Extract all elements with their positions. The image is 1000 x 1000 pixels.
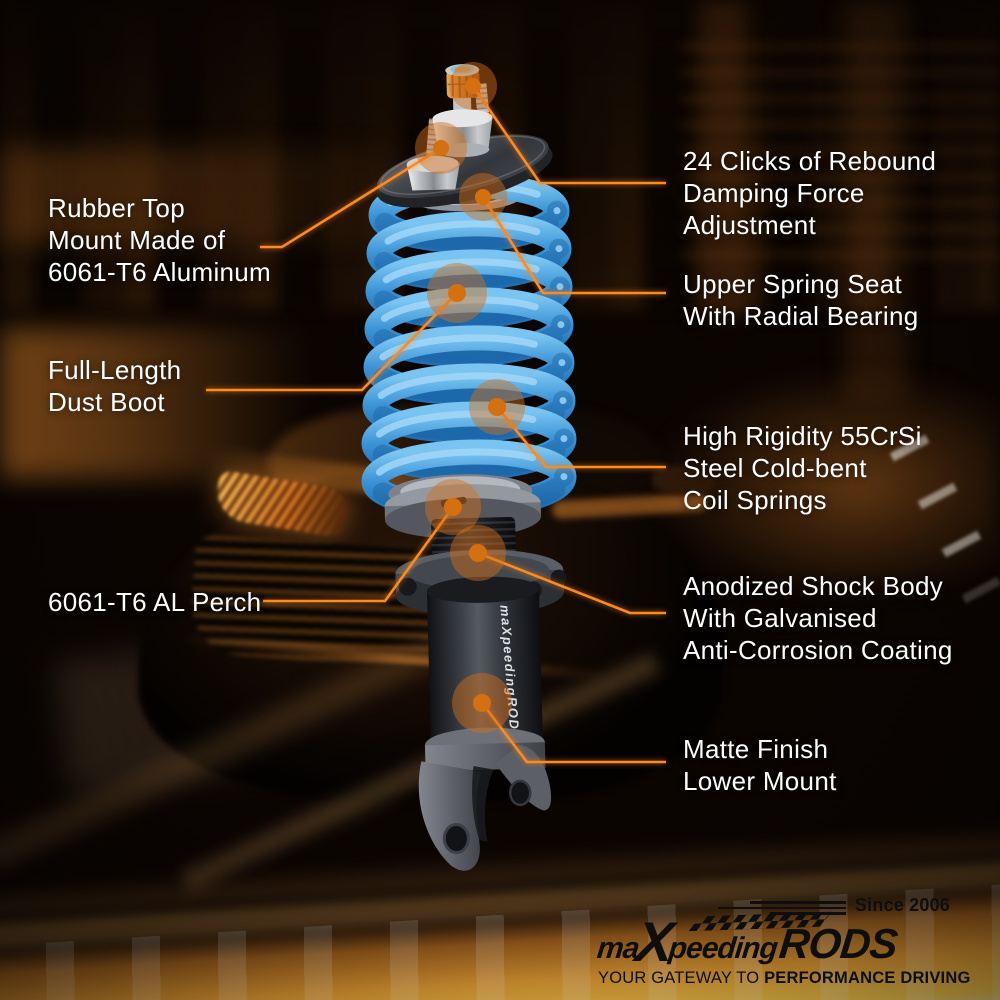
callout-dust-boot: Full-Length Dust Boot xyxy=(48,355,182,417)
callout-line-dust-boot xyxy=(206,292,458,392)
tagline-regular: YOUR GATEWAY TO xyxy=(598,969,765,987)
callout-line-shock-body xyxy=(477,551,666,615)
mount-bolt-hole xyxy=(442,823,470,855)
callout-upper-spring-seat: Upper Spring Seat With Radial Bearing xyxy=(683,269,919,331)
wordmark-peeding: peeding xyxy=(667,932,779,965)
since-badge: Since 2006 xyxy=(854,895,950,915)
callout-line-perch xyxy=(263,506,455,603)
center-shaft-nut xyxy=(432,95,493,158)
callout-lower-mount: Matte Finish Lower Mount xyxy=(683,734,837,796)
callout-line-top-mount xyxy=(260,146,442,249)
callout-line-lower-mount xyxy=(480,702,666,764)
coil-spring xyxy=(361,173,577,519)
mount-bolt-hole xyxy=(508,779,532,807)
callout-line-spring-seat xyxy=(481,196,666,295)
wordmark-rods: RODS xyxy=(776,920,900,968)
callout-line-rebound xyxy=(471,85,666,185)
callout-rebound-adjustment: 24 Clicks of Rebound Damping Force Adjus… xyxy=(683,146,937,240)
shock-body: maXpeedingRODS xyxy=(426,576,543,745)
brand-logo: Since 2006 ma X peeding RODS YOUR GATEWA… xyxy=(595,894,970,988)
callout-line-coil-springs xyxy=(495,406,666,469)
brand-wordmark: ma X peeding RODS xyxy=(595,910,953,973)
callout-coil-springs: High Rigidity 55CrSi Steel Cold-bent Coi… xyxy=(683,421,922,515)
callout-al-perch: 6061-T6 AL Perch xyxy=(48,587,262,617)
callout-rubber-top-mount: Rubber Top Mount Made of 6061-T6 Aluminu… xyxy=(48,193,272,287)
tagline-bold: PERFORMANCE DRIVING xyxy=(764,969,971,987)
callout-shock-body: Anodized Shock Body With Galvanised Anti… xyxy=(683,571,953,665)
